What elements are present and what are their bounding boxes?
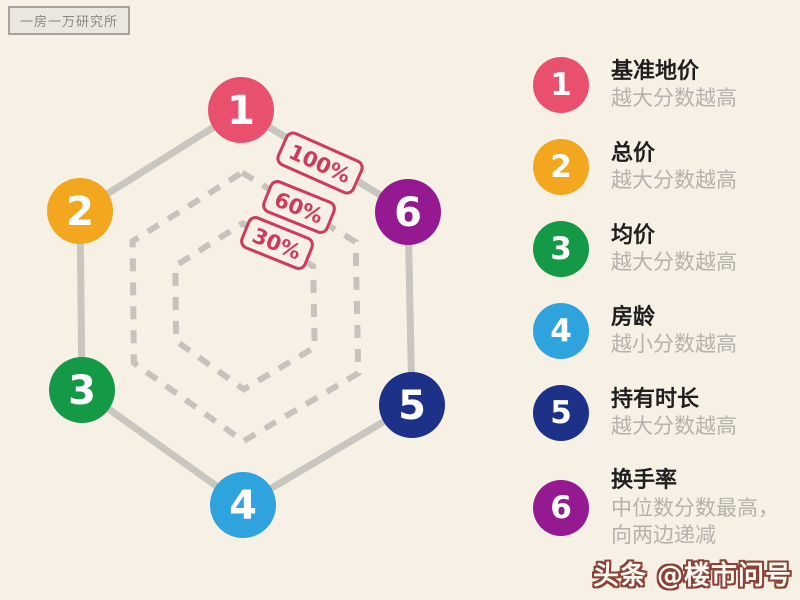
legend-text-5: 持有时长 越大分数越高 — [611, 386, 737, 441]
legend-desc-5: 越大分数越高 — [611, 414, 737, 439]
legend-circle-1: 1 — [533, 57, 589, 113]
legend-text-3: 均价 越大分数越高 — [611, 222, 737, 277]
legend-text-6: 换手率 中位数分数最高， 向两边递减 — [611, 467, 779, 549]
axis-node-1-circle — [208, 77, 274, 143]
legend-desc-2: 越大分数越高 — [611, 168, 737, 193]
legend-text-1: 基准地价 越大分数越高 — [611, 58, 737, 113]
axis-node-5-circle — [379, 372, 445, 438]
axis-node-1: 1 — [208, 77, 274, 143]
legend-circle-6: 6 — [533, 480, 589, 537]
ring-60-outline — [129, 169, 362, 445]
legend: 1 基准地价 越大分数越高 2 总价 越大分数越高 3 均价 越大分数越高 4 … — [533, 57, 793, 549]
ring-label-30-box — [240, 216, 314, 270]
axis-node-5-number: 5 — [398, 383, 426, 429]
legend-desc-4: 越小分数越高 — [611, 332, 737, 357]
axis-node-3-number: 3 — [68, 368, 96, 414]
axis-node-2-circle — [47, 178, 113, 244]
axis-node-2-number: 2 — [66, 189, 94, 235]
axis-node-4-circle — [210, 472, 276, 538]
legend-title-5: 持有时长 — [611, 386, 700, 412]
legend-title-3: 均价 — [611, 222, 656, 248]
legend-circle-5: 5 — [533, 385, 589, 441]
watermark: 头条 @楼市问号 — [592, 561, 792, 591]
legend-item-4: 4 房龄 越小分数越高 — [533, 303, 793, 359]
legend-item-3: 3 均价 越大分数越高 — [533, 221, 793, 277]
ring-label-60-box — [262, 180, 336, 234]
legend-desc-3: 越大分数越高 — [611, 250, 737, 275]
axis-node-1-number: 1 — [227, 88, 255, 134]
legend-item-1: 1 基准地价 越大分数越高 — [533, 57, 793, 113]
axis-node-2: 2 — [47, 178, 113, 244]
legend-item-6: 6 换手率 中位数分数最高， 向两边递减 — [533, 467, 793, 549]
axis-node-4-number: 4 — [229, 483, 257, 529]
ring-30-outline — [172, 219, 318, 393]
axis-node-6-number: 6 — [394, 190, 422, 236]
legend-text-2: 总价 越大分数越高 — [611, 140, 737, 195]
axis-node-6: 6 — [375, 179, 441, 245]
legend-circle-4: 4 — [533, 303, 589, 359]
legend-desc-1: 越大分数越高 — [611, 86, 737, 111]
hexagon-radar-chart: 100% 60% 30% 1 2 3 4 5 — [47, 77, 445, 538]
axis-node-4: 4 — [210, 472, 276, 538]
ring-label-100-box — [276, 131, 364, 195]
legend-circle-3: 3 — [533, 221, 589, 277]
legend-title-4: 房龄 — [611, 304, 656, 330]
legend-text-4: 房龄 越小分数越高 — [611, 304, 737, 359]
legend-desc-6: 中位数分数最高， 向两边递减 — [611, 495, 779, 547]
legend-circle-2: 2 — [533, 139, 589, 195]
legend-title-6: 换手率 — [611, 468, 678, 493]
axis-node-3: 3 — [49, 357, 115, 423]
legend-item-5: 5 持有时长 越大分数越高 — [533, 385, 793, 441]
legend-item-2: 2 总价 越大分数越高 — [533, 139, 793, 195]
legend-title-2: 总价 — [611, 140, 656, 166]
axis-node-3-circle — [49, 357, 115, 423]
source-badge: 一房一万研究所 — [8, 6, 131, 35]
axis-node-5: 5 — [379, 372, 445, 438]
axis-node-6-circle — [375, 179, 441, 245]
legend-title-1: 基准地价 — [611, 58, 700, 84]
